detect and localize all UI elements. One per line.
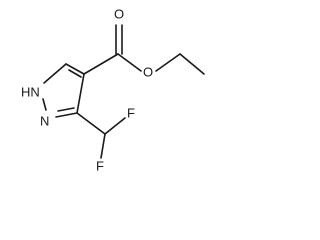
atom-label-nh: HN [21, 85, 40, 100]
atom-labels: HN N O O F F [21, 7, 153, 174]
bond-c4-carbonyl [83, 53, 119, 75]
bond-chf2-fbottom [100, 133, 106, 159]
bond-c3-chf2 [76, 112, 106, 135]
atom-label-f-bottom: F [96, 159, 104, 174]
bonds [42, 24, 205, 159]
bond-carbonyl-oester [117, 53, 142, 72]
bond-ch2-ch3 [179, 53, 205, 75]
bond-n2-n1 [42, 98, 47, 111]
bond-oester-ch2 [155, 53, 181, 72]
atom-label-o-carbonyl: O [114, 7, 124, 22]
bond-c4-c3 [76, 73, 85, 114]
bond-chf2-ftop [104, 117, 126, 135]
chemical-structure: HN N O O F F [21, 7, 205, 174]
atom-label-f-top: F [127, 106, 135, 121]
bond-c5-c4 [65, 63, 85, 75]
atom-label-n: N [40, 114, 49, 129]
bond-nh-c5 [43, 63, 67, 84]
bond-c3-n2-double [57, 107, 75, 112]
bond-c5-c4-double [68, 69, 82, 78]
atom-label-o-ester: O [143, 65, 153, 80]
bond-c3-n2 [55, 112, 78, 118]
